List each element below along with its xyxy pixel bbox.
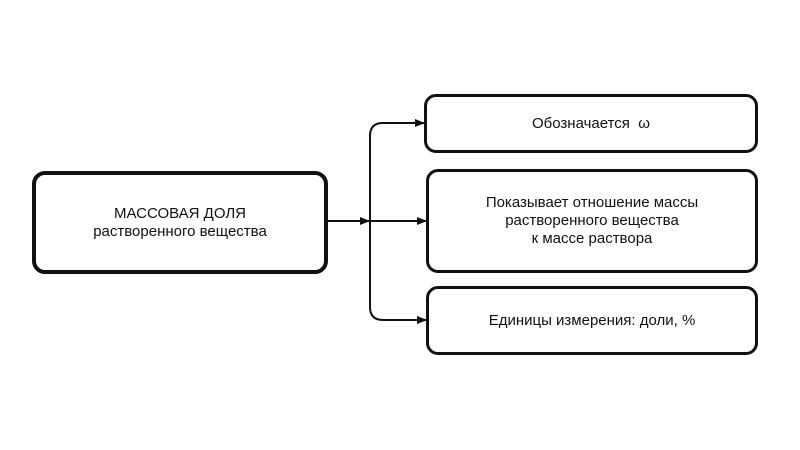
branch-text: к массе раствора [531, 230, 653, 247]
main-concept-box: МАССОВАЯ ДОЛЯ растворенного вещества [32, 171, 328, 274]
branch-text: Единицы измерения: доли, % [488, 311, 696, 329]
branch-text: Показывает отношение массы [485, 194, 699, 211]
branch-text: Обозначается ω [532, 114, 650, 132]
main-subtitle: растворенного вещества [93, 222, 267, 240]
branch-box-definition: Показывает отношение массы растворенного… [426, 169, 758, 273]
main-title: МАССОВАЯ ДОЛЯ [113, 204, 247, 222]
branch-box-notation: Обозначается ω [424, 94, 758, 153]
branch-box-units: Единицы измерения: доли, % [426, 286, 758, 355]
branch-text: растворенного вещества [505, 212, 679, 229]
